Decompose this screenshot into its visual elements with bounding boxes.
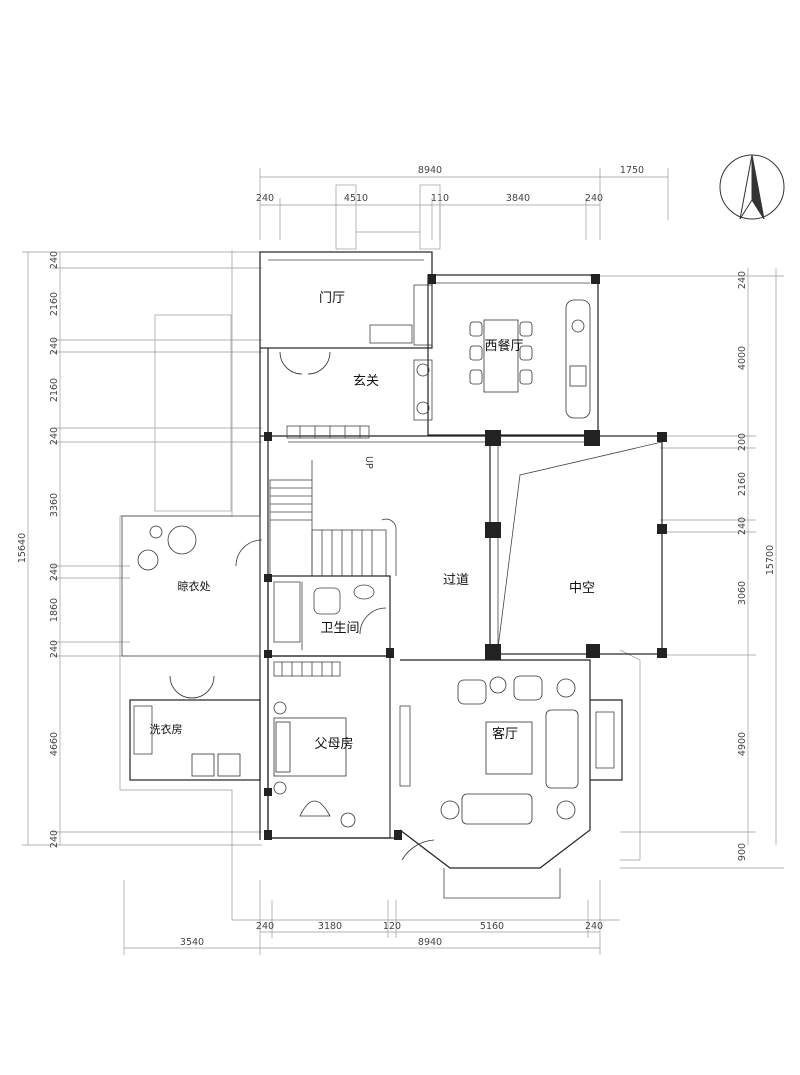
- dim-bottom-seg-2: 3180: [318, 921, 342, 932]
- room-label-dining: 西餐厅: [484, 338, 523, 354]
- site-outline: [119, 184, 641, 921]
- dim-bottom-seg-3: 120: [383, 921, 401, 932]
- dim-left-seg-2: 2160: [49, 292, 60, 316]
- dim-top-extra: 1750: [620, 165, 644, 176]
- dim-left-seg-7: 240: [49, 563, 60, 581]
- room-label-bathroom: 卫生间: [320, 621, 359, 636]
- dim-left-seg-1: 240: [49, 251, 60, 269]
- dim-bottom-seg-5: 240: [585, 921, 603, 932]
- dim-left-seg-5: 240: [49, 427, 60, 445]
- dim-left-seg-6: 3360: [49, 493, 60, 517]
- dim-top-seg-1: 240: [256, 193, 274, 204]
- left-dimensions: 15640 240 2160 240 2160 240 3360 240 186…: [17, 251, 262, 848]
- dim-bottom-seg-4: 5160: [480, 921, 504, 932]
- room-label-entrance: 玄关: [353, 374, 379, 389]
- dim-bottom-seg-1: 240: [256, 921, 274, 932]
- dim-right-seg-7: 4900: [737, 732, 748, 756]
- room-label-living: 客厅: [492, 726, 518, 742]
- room-label-void: 中空: [569, 581, 595, 596]
- dim-left-total: 15640: [17, 533, 28, 563]
- furniture: [137, 299, 591, 828]
- columns: [264, 274, 667, 840]
- dim-bottom-left: 3540: [180, 937, 204, 948]
- dim-right-seg-8: 900: [737, 843, 748, 861]
- stair-up-label: UP: [363, 456, 374, 469]
- dim-right-seg-5: 240: [737, 517, 748, 535]
- top-dimensions: 8940 1750 240 4510 110 3840 240: [256, 165, 669, 240]
- dim-right-seg-2: 4000: [737, 346, 748, 370]
- dim-right-seg-4: 2160: [737, 472, 748, 496]
- dim-left-seg-9: 240: [49, 640, 60, 658]
- room-labels: 门厅 玄关 西餐厅 过道 中空 卫生间 晾衣处 洗衣房 父母房 客厅 UP: [150, 291, 596, 752]
- room-label-corridor: 过道: [443, 573, 469, 588]
- dim-left-seg-4: 2160: [49, 378, 60, 402]
- dim-left-seg-10: 4660: [49, 732, 60, 756]
- room-label-laundry: 洗衣房: [150, 722, 183, 736]
- dim-bottom-total: 8940: [418, 937, 442, 948]
- dim-right-seg-3: 200: [737, 433, 748, 451]
- dim-top-seg-4: 3840: [506, 193, 530, 204]
- north-arrow-icon: [719, 154, 785, 220]
- doors: [169, 351, 435, 861]
- walls: [121, 251, 663, 899]
- dim-left-seg-8: 1860: [49, 598, 60, 622]
- dim-right-seg-6: 3060: [737, 581, 748, 605]
- dim-right-seg-1: 240: [737, 271, 748, 289]
- right-dimensions: 240 4000 200 2160 240 3060 4900 900 1570…: [590, 268, 784, 869]
- room-label-drying: 晾衣处: [178, 579, 211, 593]
- dim-left-seg-11: 240: [49, 830, 60, 848]
- room-label-parents-room: 父母房: [314, 736, 353, 752]
- dim-top-seg-5: 240: [585, 193, 603, 204]
- dim-right-total: 15700: [765, 545, 776, 575]
- dim-left-seg-3: 240: [49, 337, 60, 355]
- bottom-dimensions: 240 3180 120 5160 240 3540 8940: [123, 880, 603, 955]
- dim-top-total: 8940: [418, 165, 442, 176]
- room-label-foyer: 门厅: [319, 291, 345, 306]
